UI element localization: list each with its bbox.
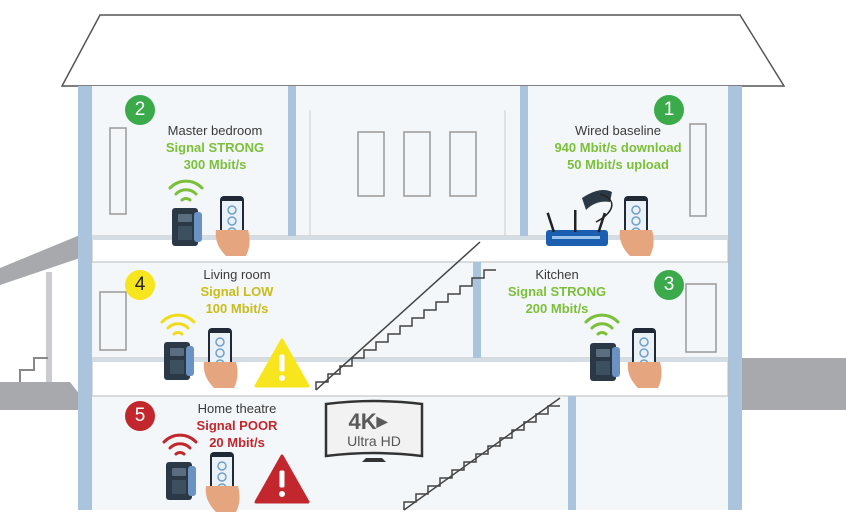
room-label-living: Living room Signal LOW 100 Mbit/s [172,266,302,317]
roof [60,14,786,87]
room-badge-5: 5 [125,401,155,431]
left-wall [78,86,92,510]
room-label-wired: Wired baseline 940 Mbit/s download 50 Mb… [528,122,708,173]
tv-subtitle: Ultra HD [347,433,401,449]
play-triangle-icon: ▶ [376,413,388,429]
lower-staircase [403,405,560,510]
wifi-extender-icon-theatre [166,462,196,500]
room-speed: 200 Mbit/s [525,301,589,316]
wifi-extender-icon-bedroom [172,208,202,246]
room-signal: Signal LOW [200,284,274,299]
room-signal: Signal STRONG [165,140,265,155]
room-speed: 20 Mbit/s [209,435,265,450]
room-name: Wired baseline [575,123,661,138]
wifi-extender-icon-kitchen [590,343,620,381]
room-badge-3: 3 [654,270,684,300]
room-badge-2: 2 [125,95,155,125]
room-name: Home theatre [197,401,277,416]
room-name: Master bedroom [167,123,263,138]
room-label-kitchen: Kitchen Signal STRONG 200 Mbit/s [492,266,622,317]
room-name: Living room [203,267,271,282]
room-label-bedroom: Master bedroom Signal STRONG 300 Mbit/s [150,122,280,173]
tv-icon [324,399,424,462]
room-signal: 940 Mbit/s download [554,140,682,155]
porch-post [46,272,52,382]
porch-roof [0,235,80,285]
room-speed: 100 Mbit/s [205,301,269,316]
room-name: Kitchen [535,267,579,282]
router-icon [546,190,613,246]
room-signal: Signal POOR [196,418,278,433]
room-signal: Signal STRONG [507,284,607,299]
room-speed: 50 Mbit/s upload [567,157,669,172]
right-wall [728,86,742,510]
tv-resolution: 4K [348,409,377,434]
wifi-extender-icon-living [164,342,194,380]
room-label-theatre: Home theatre Signal POOR 20 Mbit/s [172,400,302,451]
upper-staircase [315,269,496,390]
deck [740,358,846,410]
tv-4k-label: 4K▶ [330,409,406,435]
room-speed: 300 Mbit/s [183,157,247,172]
porch-steps [0,382,80,410]
room-badge-1: 1 [654,95,684,125]
room-badge-4: 4 [125,270,155,300]
